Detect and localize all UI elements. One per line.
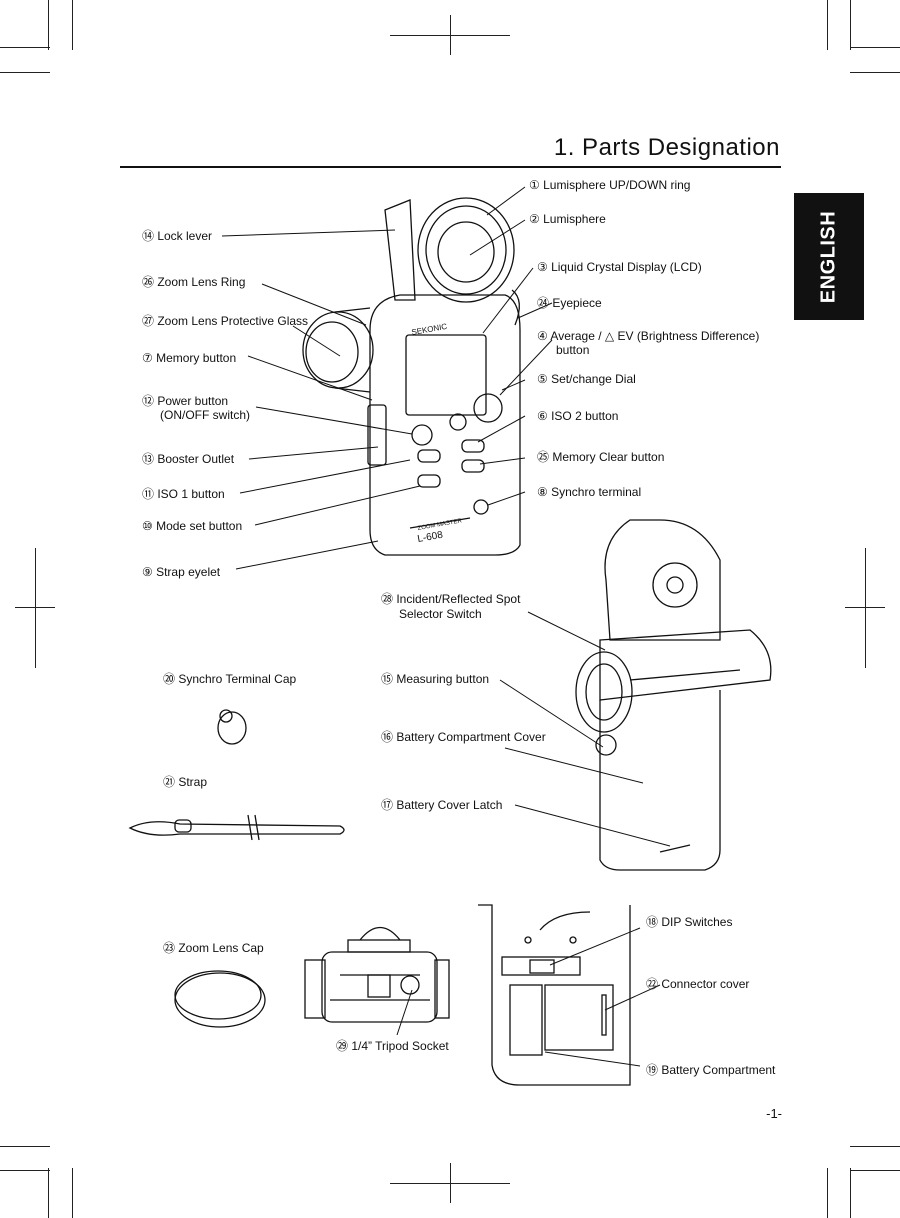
crop-mark bbox=[850, 1146, 900, 1147]
label-eyepiece: ㉔ Eyepiece bbox=[537, 296, 602, 310]
crop-mark bbox=[72, 0, 73, 50]
label-zoom-lens-cap: ㉓ Zoom Lens Cap bbox=[163, 941, 264, 955]
label-iso1-button: ⑪ ISO 1 button bbox=[142, 487, 225, 501]
label-booster-outlet: ⑬ Booster Outlet bbox=[142, 452, 235, 466]
label-tripod-socket: ㉙ 1/4” Tripod Socket bbox=[336, 1039, 449, 1053]
device-model-line2: L-608 bbox=[417, 530, 445, 545]
crop-mark bbox=[850, 1170, 900, 1171]
label-zoom-lens-ring: ㉖ Zoom Lens Ring bbox=[142, 275, 246, 289]
crop-mark bbox=[48, 0, 49, 50]
page-number: -1- bbox=[766, 1106, 782, 1121]
label-synchro-terminal: ⑧ Synchro terminal bbox=[537, 485, 642, 499]
language-tab: ENGLISH bbox=[794, 193, 864, 320]
crop-mark bbox=[827, 1168, 828, 1218]
crop-mark bbox=[850, 1168, 851, 1218]
label-memory-clear-button: ㉕ Memory Clear button bbox=[537, 450, 665, 464]
crop-mark bbox=[0, 47, 50, 48]
label-average-ev-button: ④ Average / △ EV (Brightness Difference) bbox=[537, 329, 760, 343]
crop-mark bbox=[72, 1168, 73, 1218]
label-iso2-button: ⑥ ISO 2 button bbox=[537, 409, 619, 423]
label-set-change-dial: ⑤ Set/change Dial bbox=[537, 372, 636, 386]
label-lcd: ③ Liquid Crystal Display (LCD) bbox=[537, 260, 702, 274]
page-title: 1. Parts Designation bbox=[553, 134, 780, 161]
meter-rear-drawing bbox=[575, 519, 772, 871]
strap-drawing bbox=[128, 814, 345, 841]
label-zoom-lens-glass: ㉗ Zoom Lens Protective Glass bbox=[142, 314, 309, 328]
crop-mark bbox=[850, 72, 900, 73]
label-power-button: ⑫ Power button bbox=[142, 394, 229, 408]
crop-mark bbox=[0, 1146, 50, 1147]
crop-mark bbox=[865, 548, 866, 668]
label-synchro-cap: ⑳ Synchro Terminal Cap bbox=[163, 672, 297, 686]
crop-mark bbox=[450, 1163, 451, 1203]
crop-mark bbox=[35, 548, 36, 668]
label-lock-lever: ⑭ Lock lever bbox=[142, 229, 213, 243]
label-power-button-line2: (ON/OFF switch) bbox=[160, 408, 250, 422]
crop-mark bbox=[0, 1170, 50, 1171]
synchro-cap-drawing bbox=[217, 709, 247, 745]
label-lumisphere-ring: ① Lumisphere UP/DOWN ring bbox=[529, 178, 691, 192]
title-rule bbox=[120, 166, 781, 168]
label-strap: ㉑ Strap bbox=[163, 775, 208, 789]
crop-mark bbox=[850, 0, 851, 50]
label-lumisphere: ② Lumisphere bbox=[529, 212, 606, 226]
label-spot-selector-switch: ㉘ Incident/Reflected Spot bbox=[381, 592, 521, 606]
label-connector-cover: ㉒ Connector cover bbox=[646, 977, 750, 991]
label-dip-switches: ⑱ DIP Switches bbox=[646, 915, 733, 929]
lens-cap-drawing bbox=[174, 970, 266, 1028]
label-battery-cover-latch: ⑰ Battery Cover Latch bbox=[381, 798, 503, 812]
label-average-ev-button-line2: button bbox=[556, 343, 590, 357]
leader-lines bbox=[221, 186, 671, 1067]
crop-mark bbox=[827, 0, 828, 50]
label-mode-set-button: ⑩ Mode set button bbox=[142, 519, 243, 533]
label-spot-selector-switch-line2: Selector Switch bbox=[399, 607, 482, 621]
crop-mark bbox=[48, 1168, 49, 1218]
label-strap-eyelet: ⑨ Strap eyelet bbox=[142, 565, 221, 579]
battery-compartment-drawing bbox=[478, 904, 631, 1086]
bottom-view-drawing bbox=[304, 926, 450, 1023]
crop-mark bbox=[0, 72, 50, 73]
label-battery-cover: ⑯ Battery Compartment Cover bbox=[381, 730, 546, 744]
crop-mark bbox=[850, 47, 900, 48]
label-battery-compartment: ⑲ Battery Compartment bbox=[646, 1063, 776, 1077]
label-measuring-button: ⑮ Measuring button bbox=[381, 672, 490, 686]
meter-front-drawing bbox=[302, 197, 521, 556]
crop-mark bbox=[450, 15, 451, 55]
label-memory-button: ⑦ Memory button bbox=[142, 351, 237, 365]
